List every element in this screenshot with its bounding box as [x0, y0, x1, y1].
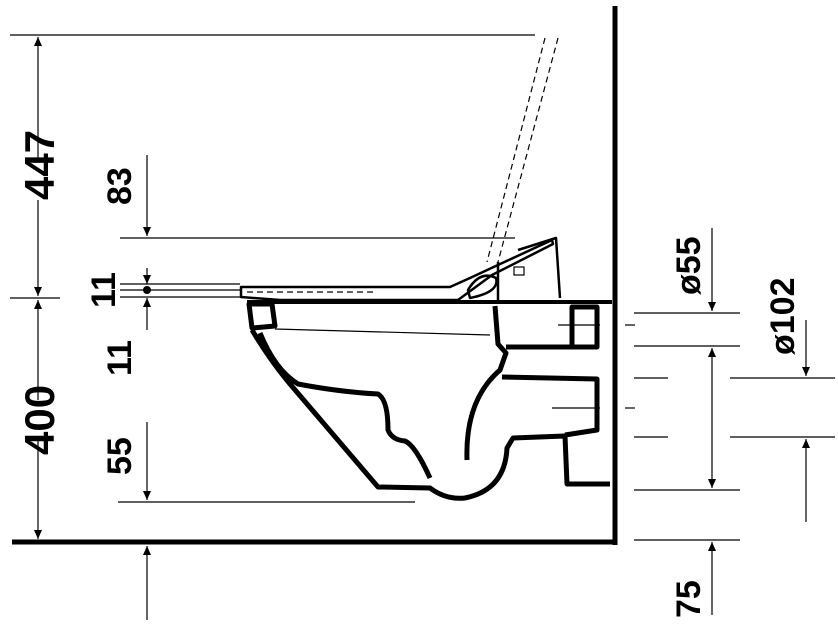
dim-447: 447 [16, 130, 63, 200]
dim-83: 83 [101, 167, 139, 205]
dim-11-lower: 11 [101, 340, 139, 376]
toilet-body [239, 37, 635, 501]
extension-lines-right [634, 312, 835, 541]
dim-55: 55 [101, 437, 139, 475]
dimension-arrows-left [34, 37, 151, 620]
extension-lines-left [10, 34, 535, 503]
dim-400: 400 [16, 385, 63, 455]
dim-11-upper: 11 [85, 272, 123, 308]
dim-diameter-102: ø102 [764, 278, 802, 356]
dim-diameter-55: ø55 [670, 236, 708, 295]
dimension-arrows-right [708, 228, 810, 615]
dim-75: 75 [670, 580, 708, 618]
